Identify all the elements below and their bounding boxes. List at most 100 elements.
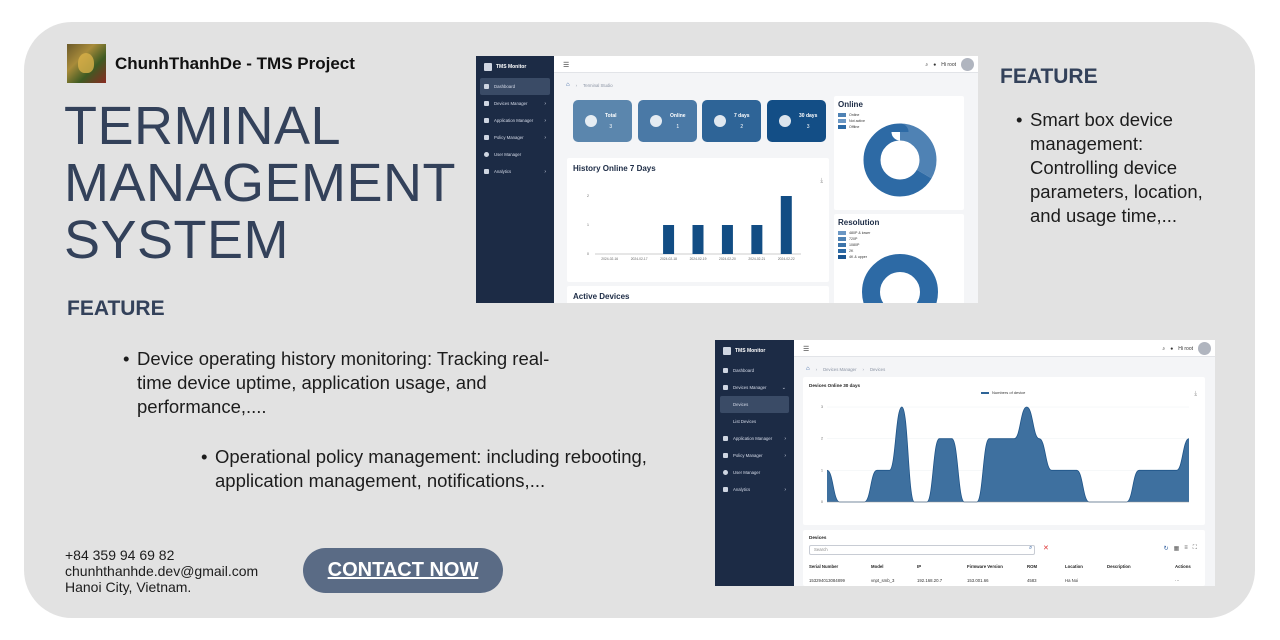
column-header[interactable]: ROM bbox=[1027, 564, 1038, 569]
download-icon[interactable]: ⤓ bbox=[820, 178, 823, 184]
bell-icon[interactable]: ● bbox=[1170, 345, 1174, 352]
fullscreen-icon[interactable]: ⛶ bbox=[1192, 545, 1197, 551]
home-icon[interactable]: ⌂ bbox=[806, 366, 810, 372]
bar[interactable] bbox=[692, 225, 704, 254]
avatar[interactable] bbox=[1198, 342, 1211, 355]
legend-item[interactable]: 4K & upper bbox=[838, 254, 870, 260]
main-title: TERMINAL MANAGEMENT SYSTEM bbox=[64, 98, 456, 269]
stat-label: 30 days bbox=[799, 112, 818, 119]
x-tick-label: 2024-02-21 bbox=[748, 257, 765, 261]
x-tick-label: 2024-02-17 bbox=[631, 257, 648, 261]
sidebar-item-analytics[interactable]: Analytics› bbox=[715, 481, 794, 498]
analytics-icon bbox=[484, 169, 489, 174]
dashboard-screenshot: TMS Monitor Dashboard Devices Manager› A… bbox=[476, 56, 978, 303]
sidebar-item-devices-manager[interactable]: Devices Manager⌄ bbox=[715, 379, 794, 396]
bar[interactable] bbox=[721, 225, 733, 254]
monitor-icon bbox=[484, 63, 492, 71]
sidebar-item-application-manager[interactable]: Application Manager› bbox=[476, 112, 554, 129]
download-icon[interactable]: ⤓ bbox=[1194, 391, 1197, 397]
legend-item[interactable]: Offline bbox=[838, 124, 865, 130]
home-icon[interactable]: ⌂ bbox=[566, 82, 570, 88]
density-icon[interactable]: ≡ bbox=[1184, 545, 1188, 551]
columns-icon[interactable]: ▦ bbox=[1173, 546, 1180, 552]
bell-icon[interactable]: ● bbox=[933, 61, 937, 68]
feature-item: Smart box device management: Controlling… bbox=[1016, 108, 1231, 228]
sidebar-item-dashboard[interactable]: Dashboard bbox=[480, 78, 550, 95]
legend-item[interactable]: 480P & lower bbox=[838, 230, 870, 236]
sidebar-item-dashboard[interactable]: Dashboard bbox=[715, 362, 794, 379]
legend-item[interactable]: 720P bbox=[838, 236, 870, 242]
legend-label: 2K bbox=[849, 249, 854, 253]
clear-icon[interactable]: ✕ bbox=[1043, 545, 1049, 552]
menu-icon[interactable]: ☰ bbox=[563, 62, 570, 69]
sidebar-item-user-manager[interactable]: User Manager bbox=[476, 146, 554, 163]
table-header: Serial Number Model IP Firmware Version ROM L… bbox=[809, 564, 1199, 572]
legend-item[interactable]: Not active bbox=[838, 118, 865, 124]
feature-list: Device operating history monitoring: Tra… bbox=[123, 347, 583, 419]
title-line: MANAGEMENT bbox=[64, 153, 457, 213]
column-header[interactable]: Model bbox=[871, 564, 884, 569]
refresh-icon[interactable]: ↻ bbox=[1163, 546, 1169, 552]
legend-swatch bbox=[838, 237, 846, 241]
author-name: ChunhThanhDe - TMS Project bbox=[115, 53, 355, 73]
grid-icon bbox=[484, 84, 489, 89]
x-tick-label: 2024-02-20 bbox=[719, 257, 736, 261]
breadcrumb: ⌂ › Devices Manager › Devices bbox=[806, 366, 885, 372]
column-header[interactable]: IP bbox=[917, 564, 922, 569]
sidebar-item-devices-manager[interactable]: Devices Manager› bbox=[476, 95, 554, 112]
sidebar-item-analytics[interactable]: Analytics› bbox=[476, 163, 554, 180]
policy-icon bbox=[723, 453, 728, 458]
column-header[interactable]: Serial Number bbox=[809, 564, 839, 569]
legend-swatch bbox=[838, 119, 846, 123]
breadcrumb-item[interactable]: Devices bbox=[869, 366, 886, 372]
topbar: ☰ ⌕ ● Hi root bbox=[554, 56, 978, 73]
menu-icon[interactable]: ☰ bbox=[803, 346, 810, 353]
column-header[interactable]: Description bbox=[1107, 564, 1131, 569]
sidebar-item-policy-manager[interactable]: Policy Manager› bbox=[715, 447, 794, 464]
user-greeting: Hi root bbox=[941, 61, 956, 68]
sidebar-item-list-devices[interactable]: List Devices bbox=[715, 413, 794, 430]
legend-item[interactable]: 2K bbox=[838, 248, 870, 254]
table-toolbar: ↻ ▦ ≡ ⛶ bbox=[1164, 545, 1197, 552]
legend-item[interactable]: 1080P bbox=[838, 242, 870, 248]
devices-table-panel: Devices Search ⌕ ✕ ↻ ▦ ≡ ⛶ Serial Number… bbox=[803, 530, 1205, 586]
nav-label: Devices Manager bbox=[494, 101, 528, 106]
bar[interactable] bbox=[780, 196, 792, 254]
avatar[interactable] bbox=[961, 58, 974, 71]
legend-label: 480P & lower bbox=[849, 231, 871, 235]
sidebar-item-user-manager[interactable]: User Manager bbox=[715, 464, 794, 481]
legend-label: 4K & upper bbox=[849, 255, 867, 259]
contact-now-button[interactable]: CONTACT NOW bbox=[303, 548, 503, 593]
search-icon[interactable]: ⌕ bbox=[1029, 545, 1033, 551]
chevron-right-icon: › bbox=[544, 117, 546, 124]
donut-slice[interactable] bbox=[863, 123, 937, 197]
legend-item[interactable]: Online bbox=[838, 112, 865, 118]
stat-label: Online bbox=[670, 112, 686, 119]
bar[interactable] bbox=[663, 225, 675, 254]
search-icon[interactable]: ⌕ bbox=[925, 61, 929, 68]
column-header[interactable]: Actions bbox=[1175, 564, 1191, 569]
sidebar-item-application-manager[interactable]: Application Manager› bbox=[715, 430, 794, 447]
bar[interactable] bbox=[751, 225, 763, 254]
column-header[interactable]: Location bbox=[1065, 564, 1083, 569]
breadcrumb-item[interactable]: Terminal Studio bbox=[583, 82, 613, 88]
search-icon[interactable]: ⌕ bbox=[1162, 345, 1166, 352]
legend-label: 1080P bbox=[849, 243, 860, 247]
search-input[interactable]: Search bbox=[809, 545, 1035, 555]
breadcrumb-item[interactable]: Devices Manager bbox=[823, 366, 857, 372]
sidebar-item-devices[interactable]: Devices bbox=[720, 396, 789, 413]
y-tick-label: 1 bbox=[821, 468, 823, 472]
column-header[interactable]: Firmware Version bbox=[967, 564, 1003, 569]
legend-swatch bbox=[838, 255, 846, 259]
sidebar-item-policy-manager[interactable]: Policy Manager› bbox=[476, 129, 554, 146]
y-tick-label: 2 bbox=[821, 437, 823, 441]
history-title: History Online 7 Days bbox=[573, 164, 656, 173]
